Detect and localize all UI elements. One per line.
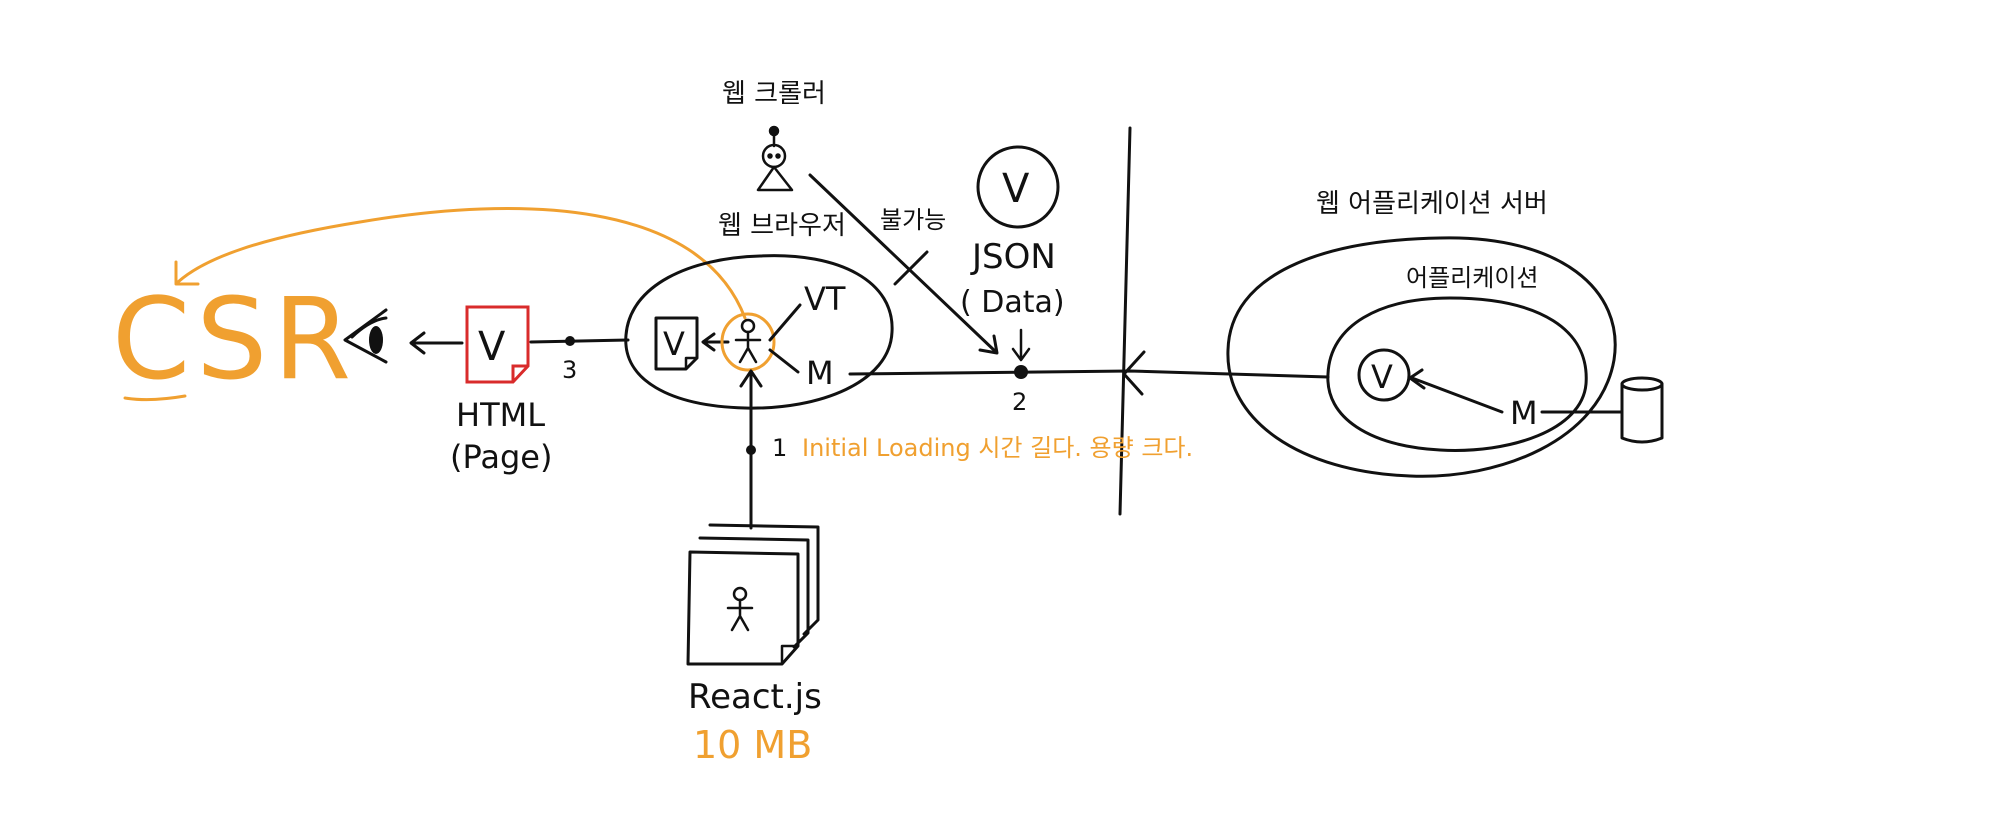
network-divider	[1118, 126, 1132, 516]
web-app-server-label: 웹 어플리케이션 서버	[1316, 189, 1548, 219]
step1-dot	[746, 445, 756, 455]
figure-to-vt-line	[768, 303, 802, 342]
arrow-figure-to-v	[701, 332, 730, 352]
json-v: V	[1002, 166, 1030, 212]
page-label: (Page)	[450, 438, 552, 476]
initial-loading-note: Initial Loading 시간 길다. 용량 크다.	[802, 434, 1193, 462]
csr-underline	[123, 394, 187, 402]
document-stack-icon	[686, 523, 820, 666]
data-label: ( Data)	[960, 285, 1065, 320]
browser-v-document: V	[654, 316, 699, 371]
stick-figure-icon	[734, 318, 762, 364]
web-crawler-label: 웹 크롤러	[722, 79, 826, 109]
database-icon	[1620, 376, 1664, 444]
react-size-label: 10 MB	[693, 723, 812, 767]
csr-curve-arrow	[176, 207, 747, 320]
step2-dot	[1014, 365, 1028, 379]
web-app-server-boundary	[1226, 236, 1617, 478]
figure-to-m-line	[768, 348, 800, 374]
browser-server-line	[848, 369, 1330, 379]
step3-label: 3	[562, 356, 577, 384]
html-page-v: V	[478, 324, 506, 370]
server-m: M	[1510, 394, 1538, 432]
browser-vt: VT	[804, 280, 846, 318]
server-v-circle	[1357, 348, 1411, 402]
json-v-circle	[976, 145, 1060, 229]
crawler-arrowhead	[978, 334, 999, 355]
browser-v: V	[663, 325, 685, 363]
browser-m: M	[806, 354, 834, 392]
impossible-label: 불가능	[880, 206, 946, 234]
web-browser-label: 웹 브라우저	[718, 211, 846, 241]
html-page-document: V	[465, 305, 530, 384]
json-down-arrow	[1011, 328, 1031, 362]
csr-title: CSR	[112, 275, 357, 405]
crawler-to-data-arrow	[808, 173, 998, 354]
browser-to-page-line	[529, 338, 630, 344]
arrow-to-eye	[409, 331, 464, 355]
html-label: HTML	[456, 396, 545, 434]
step1-label: 1	[772, 434, 787, 462]
impossible-cross-mark	[893, 250, 929, 286]
robot-crawler-icon	[756, 125, 794, 192]
step3-dot	[565, 336, 575, 346]
server-arrowhead	[1122, 350, 1146, 396]
server-m-to-v-arrow	[1408, 368, 1504, 414]
application-label: 어플리케이션	[1406, 264, 1538, 292]
json-label: JSON	[970, 237, 1056, 277]
server-v: V	[1371, 358, 1393, 396]
step2-label: 2	[1012, 388, 1027, 416]
eye-icon	[343, 308, 388, 364]
csr-curve-arrowhead	[174, 260, 200, 286]
browser-figure-highlight	[720, 312, 776, 372]
react-js-label: React.js	[688, 677, 822, 717]
web-browser-boundary	[624, 254, 894, 410]
application-boundary	[1326, 296, 1588, 452]
